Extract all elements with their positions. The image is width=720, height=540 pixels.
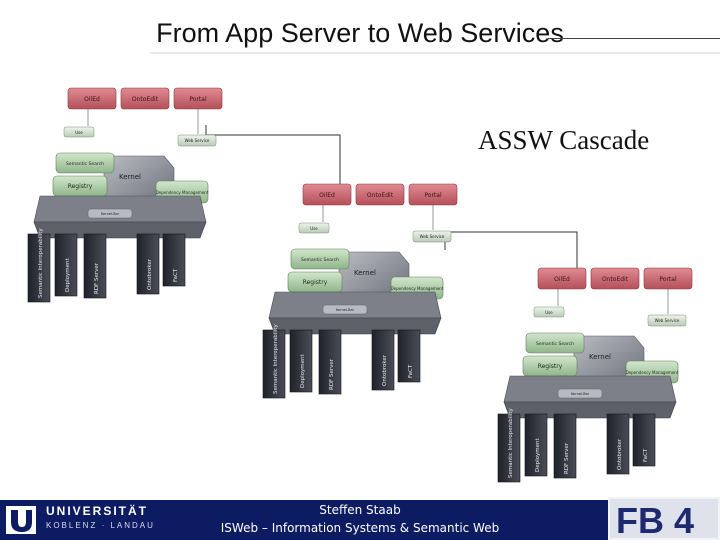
module-bar [322,304,368,315]
footer-author: Steffen Staab [319,503,401,517]
slide-title: From App Server to Web Services [156,18,564,48]
top-box-label: Portal [659,276,677,283]
dependency-box-label: Dependency Management [156,190,209,195]
service-column-5 [397,329,421,383]
university-name: UNIVERSITÄT [46,504,149,518]
service-column-label: Deployment [65,258,71,292]
service-column-label: FaCT [173,268,179,282]
service-column-2 [54,233,78,297]
registry-box-label: Registry [538,363,563,370]
service-column-label: Semantic Interoperability [38,228,44,298]
module-bar [557,388,603,399]
small-box-left-label: Use [545,310,553,315]
small-box-right [177,134,217,147]
service-column-label: RDF Server [564,442,570,474]
registry-box-label: Registry [303,279,328,286]
service-column-label: Semantic Interoperability [508,408,514,478]
service-column-3 [553,413,577,479]
module-bar-label: Kernel-Bar [101,212,120,216]
dependency-box-label: Dependency Management [391,286,444,291]
service-column-label: Ontobroker [382,354,388,386]
semantic-box-label: Semantic Search [536,341,574,347]
top-box-label: OntoEdit [367,192,394,199]
service-column-4 [606,413,630,475]
service-column-label: FaCT [643,448,649,462]
service-column-label: Semantic Interoperability [273,324,279,394]
footer-subtitle: ISWeb – Information Systems & Semantic W… [220,521,500,535]
semantic-box-label: Semantic Search [301,257,339,263]
title-shadow-rule [150,52,720,54]
small-box-left [533,306,565,318]
module-bar-label: Kernel-Bar [336,308,355,312]
small-box-left-label: Use [75,130,83,135]
university-logo-icon [6,506,36,534]
semantic-box [525,332,585,354]
semantic-box [290,248,350,270]
university-campus: KOBLENZ · LANDAU [46,521,155,530]
registry-box-label: Registry [68,183,93,190]
module-bar [87,208,133,219]
kernel-label: Kernel [354,269,376,277]
service-column-label: FaCT [408,364,414,378]
small-box-right-label: Web Service [420,234,445,239]
small-box-left [63,126,95,138]
service-column-1 [497,413,521,483]
service-column-4 [136,233,160,295]
top-box-label: OilEd [554,276,570,283]
module-bar-label: Kernel-Bar [571,392,590,396]
top-box-2 [590,267,640,290]
service-column-label: Deployment [300,354,306,388]
connector-line-2 [444,231,578,268]
small-box-right [647,314,687,327]
service-column-label: RDF Server [329,358,335,390]
fb4-logo: FB 4 [608,497,720,540]
footer-bar: UNIVERSITÄT KOBLENZ · LANDAU Steffen Sta… [0,500,720,540]
top-box-1 [67,87,117,110]
kernel-label: Kernel [119,173,141,181]
service-column-5 [162,233,186,287]
top-box-label: OntoEdit [602,276,629,283]
service-column-2 [289,329,313,393]
top-box-label: OilEd [319,192,335,199]
service-column-label: Ontobroker [617,438,623,470]
service-column-label: Ontobroker [147,258,153,290]
top-box-2 [355,183,405,206]
top-box-label: OntoEdit [132,96,159,103]
service-column-4 [371,329,395,391]
service-column-1 [27,233,51,303]
dependency-box-label: Dependency Management [626,370,679,375]
top-box-label: OilEd [84,96,100,103]
connector-line-1 [205,125,341,185]
service-column-1 [262,329,286,399]
small-box-right [412,230,452,243]
service-column-label: RDF Server [94,262,100,294]
semantic-box [55,152,115,174]
small-box-right-label: Web Service [185,138,210,143]
svg-text:FB 4: FB 4 [616,500,694,540]
top-box-label: Portal [424,192,442,199]
cascade-label: ASSW Cascade [478,125,650,155]
title-rule [548,38,720,39]
small-box-left [298,222,330,234]
small-box-left-label: Use [310,226,318,231]
service-column-label: Deployment [535,438,541,472]
kernel-label: Kernel [589,353,611,361]
top-box-1 [537,267,587,290]
service-column-2 [524,413,548,477]
semantic-box-label: Semantic Search [66,161,104,167]
small-box-right-label: Web Service [655,318,680,323]
service-column-3 [318,329,342,395]
top-box-label: Portal [189,96,207,103]
top-box-2 [120,87,170,110]
service-column-3 [83,233,107,299]
top-box-1 [302,183,352,206]
service-column-5 [632,413,656,467]
